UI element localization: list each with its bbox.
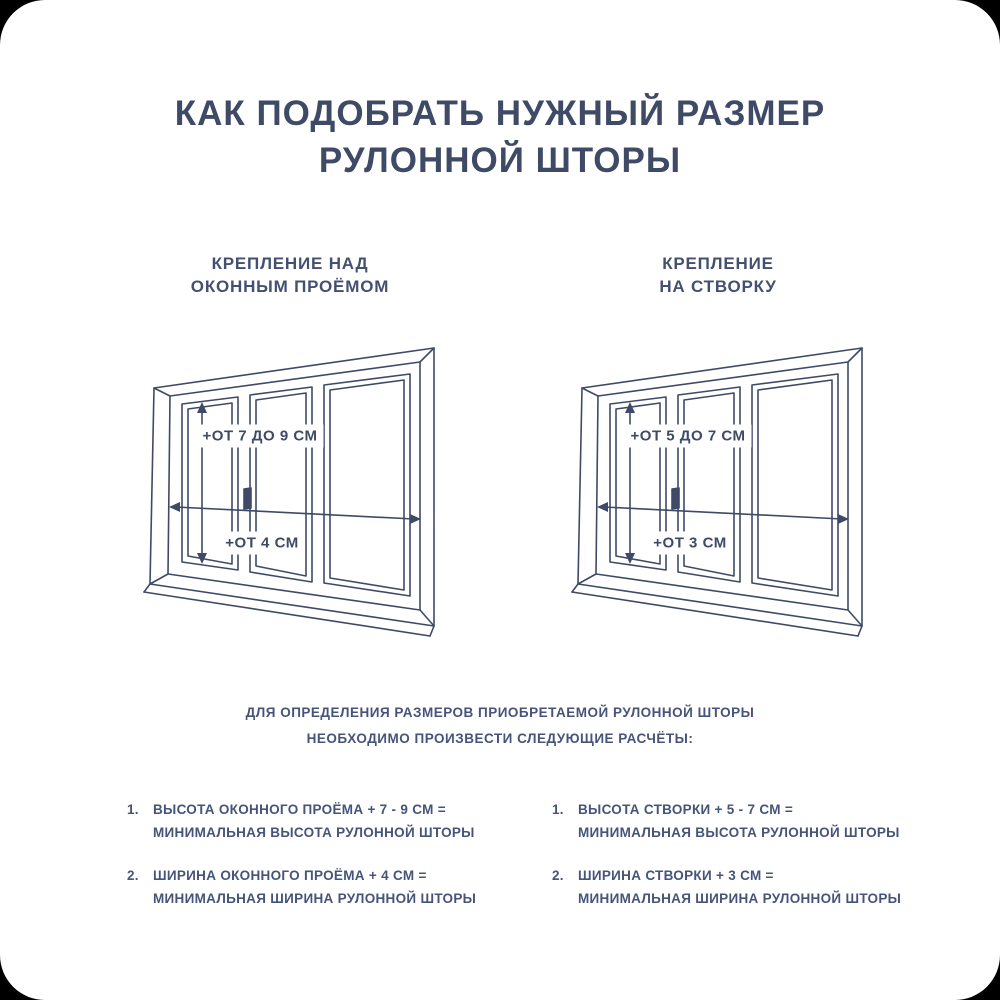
instruction-note-line1: ДЛЯ ОПРЕДЕЛЕНИЯ РАЗМЕРОВ ПРИОБРЕТАЕМОЙ Р…	[245, 705, 755, 720]
left-width-measure-label: +ОТ 4 СМ	[219, 531, 305, 555]
list-item-text: ШИРИНА ОКОННОГО ПРОЁМА + 4 СМ = МИНИМАЛЬ…	[153, 864, 497, 910]
list-item-number: 1.	[127, 802, 139, 817]
list-item-text-line1: ВЫСОТА ОКОННОГО ПРОЁМА + 7 - 9 СМ =	[153, 802, 446, 817]
list-item-text-line2: МИНИМАЛЬНАЯ ШИРИНА РУЛОННОЙ ШТОРЫ	[578, 891, 902, 906]
right-calc-list: 1. ВЫСОТА СТВОРКИ + 5 - 7 СМ = МИНИМАЛЬН…	[552, 798, 922, 930]
right-column-header: КРЕПЛЕНИЕ НА СТВОРКУ	[568, 252, 868, 298]
list-item-number: 2.	[552, 868, 564, 883]
right-header-line2: НА СТВОРКУ	[659, 277, 777, 296]
list-item: 1. ВЫСОТА СТВОРКИ + 5 - 7 СМ = МИНИМАЛЬН…	[552, 798, 922, 844]
list-item: 1. ВЫСОТА ОКОННОГО ПРОЁМА + 7 - 9 СМ = М…	[127, 798, 497, 844]
left-header-line2: ОКОННЫМ ПРОЁМОМ	[190, 277, 390, 296]
right-header-line1: КРЕПЛЕНИЕ	[662, 254, 774, 273]
instruction-note: ДЛЯ ОПРЕДЕЛЕНИЯ РАЗМЕРОВ ПРИОБРЕТАЕМОЙ Р…	[0, 700, 1000, 752]
list-item-text-line1: ШИРИНА СТВОРКИ + 3 СМ =	[578, 868, 774, 883]
list-item-text: ВЫСОТА ОКОННОГО ПРОЁМА + 7 - 9 СМ = МИНИ…	[153, 798, 497, 844]
list-item: 2. ШИРИНА ОКОННОГО ПРОЁМА + 4 СМ = МИНИМ…	[127, 864, 497, 910]
window-drawing-icon	[568, 338, 868, 638]
left-column-header: КРЕПЛЕНИЕ НАД ОКОННЫМ ПРОЁМОМ	[140, 252, 440, 298]
list-item-number: 1.	[552, 802, 564, 817]
left-header-line1: КРЕПЛЕНИЕ НАД	[211, 254, 369, 273]
list-item-text-line2: МИНИМАЛЬНАЯ ВЫСОТА РУЛОННОЙ ШТОРЫ	[578, 825, 900, 840]
page-title-line2: РУЛОННОЙ ШТОРЫ	[318, 141, 682, 180]
left-calc-list: 1. ВЫСОТА ОКОННОГО ПРОЁМА + 7 - 9 СМ = М…	[127, 798, 497, 930]
list-item-text: ШИРИНА СТВОРКИ + 3 СМ = МИНИМАЛЬНАЯ ШИРИ…	[578, 864, 922, 910]
page-title: КАК ПОДОБРАТЬ НУЖНЫЙ РАЗМЕР РУЛОННОЙ ШТО…	[0, 90, 1000, 184]
right-height-measure-label: +ОТ 5 ДО 7 СМ	[624, 424, 752, 448]
list-item-text-line1: ВЫСОТА СТВОРКИ + 5 - 7 СМ =	[578, 802, 793, 817]
window-illustration-right: +ОТ 5 ДО 7 СМ +ОТ 3 СМ	[568, 338, 868, 638]
list-item-text-line1: ШИРИНА ОКОННОГО ПРОЁМА + 4 СМ =	[153, 868, 427, 883]
window-drawing-icon	[140, 338, 440, 638]
right-width-measure-label: +ОТ 3 СМ	[647, 531, 733, 555]
left-height-measure-label: +ОТ 7 ДО 9 СМ	[196, 424, 324, 448]
list-item-text: ВЫСОТА СТВОРКИ + 5 - 7 СМ = МИНИМАЛЬНАЯ …	[578, 798, 922, 844]
list-item-number: 2.	[127, 868, 139, 883]
window-illustration-left: +ОТ 7 ДО 9 СМ +ОТ 4 СМ	[140, 338, 440, 638]
list-item-text-line2: МИНИМАЛЬНАЯ ВЫСОТА РУЛОННОЙ ШТОРЫ	[153, 825, 475, 840]
instruction-note-line2: НЕОБХОДИМО ПРОИЗВЕСТИ СЛЕДУЮЩИЕ РАСЧЁТЫ:	[306, 731, 694, 746]
page-title-line1: КАК ПОДОБРАТЬ НУЖНЫЙ РАЗМЕР	[174, 94, 826, 133]
list-item: 2. ШИРИНА СТВОРКИ + 3 СМ = МИНИМАЛЬНАЯ Ш…	[552, 864, 922, 910]
list-item-text-line2: МИНИМАЛЬНАЯ ШИРИНА РУЛОННОЙ ШТОРЫ	[153, 891, 477, 906]
